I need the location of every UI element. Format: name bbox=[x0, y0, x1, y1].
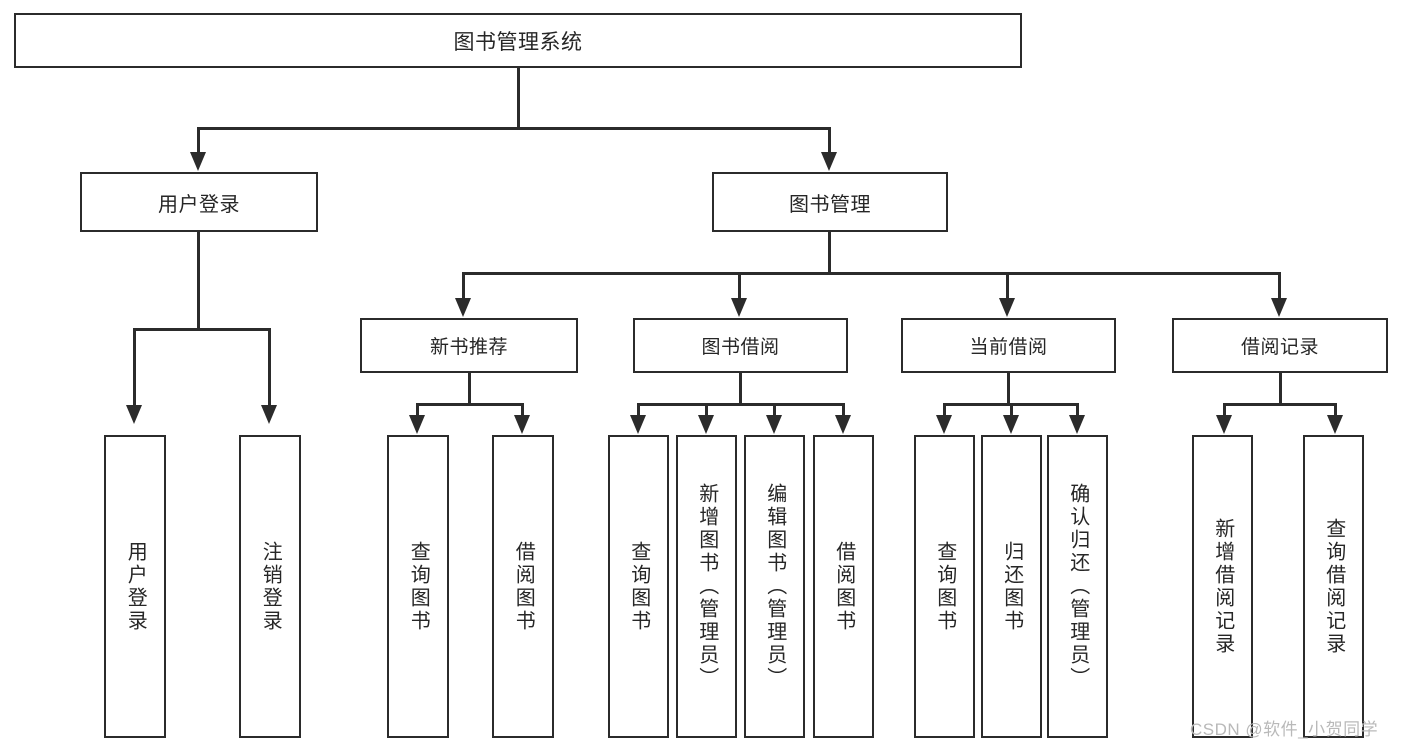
connector-userlogin-stem bbox=[197, 232, 200, 330]
connector-userlogin-drop-2 bbox=[268, 328, 271, 407]
node-label: 确认归还（管理员） bbox=[1066, 483, 1089, 690]
node-label: 查询借阅记录 bbox=[1322, 517, 1345, 656]
arrow-to-leaf-query-record bbox=[1327, 415, 1343, 434]
arrow-to-leaf-confirm-return bbox=[1069, 415, 1085, 434]
leaf-query-book-recommend[interactable]: 查询图书 bbox=[387, 435, 449, 738]
leaf-return-book[interactable]: 归还图书 bbox=[981, 435, 1042, 738]
connector-newbook-bus bbox=[416, 403, 524, 406]
connector-bookborrow-drop-4 bbox=[842, 403, 845, 417]
leaf-borrow-book-borrow[interactable]: 借阅图书 bbox=[813, 435, 874, 738]
arrow-to-user-login bbox=[190, 152, 206, 171]
connector-bookborrow-drop-2 bbox=[705, 403, 708, 417]
connector-currentborrow-stem bbox=[1007, 373, 1010, 405]
arrow-to-leaf-borrow-book-2 bbox=[835, 415, 851, 434]
arrow-to-leaf-query-book-2 bbox=[630, 415, 646, 434]
leaf-add-book-admin[interactable]: 新增图书（管理员） bbox=[676, 435, 737, 738]
node-label: 当前借阅 bbox=[969, 337, 1048, 358]
leaf-add-borrow-record[interactable]: 新增借阅记录 bbox=[1192, 435, 1253, 738]
connector-borrowrecord-stem bbox=[1279, 373, 1282, 405]
node-label: 图书管理 bbox=[789, 193, 871, 216]
node-label: 借阅图书 bbox=[832, 540, 855, 633]
node-book-borrow[interactable]: 图书借阅 bbox=[633, 318, 848, 373]
connector-currentborrow-drop-3 bbox=[1076, 403, 1079, 417]
connector-bookmgmt-drop-4 bbox=[1278, 272, 1281, 300]
connector-borrowrecord-drop-1 bbox=[1223, 403, 1226, 417]
connector-bookborrow-drop-1 bbox=[637, 403, 640, 417]
node-book-management[interactable]: 图书管理 bbox=[712, 172, 948, 232]
node-label: 图书借阅 bbox=[701, 337, 780, 358]
arrow-to-book-management bbox=[821, 152, 837, 171]
arrow-to-borrow-record bbox=[1271, 298, 1287, 317]
node-new-book-recommend[interactable]: 新书推荐 bbox=[360, 318, 578, 373]
connector-root-bus bbox=[197, 127, 831, 130]
csdn-watermark: CSDN @软件_小贺同学 bbox=[1190, 720, 1379, 739]
arrow-to-leaf-query-book-1 bbox=[409, 415, 425, 434]
connector-borrowrecord-bus bbox=[1223, 403, 1337, 406]
node-label: 图书管理系统 bbox=[453, 30, 583, 54]
node-label: 归还图书 bbox=[1000, 540, 1023, 633]
node-label: 注销登录 bbox=[259, 540, 282, 633]
leaf-borrow-book-recommend[interactable]: 借阅图书 bbox=[492, 435, 554, 738]
node-label: 用户登录 bbox=[124, 540, 147, 633]
node-label: 新增图书（管理员） bbox=[695, 483, 718, 690]
leaf-query-borrow-record[interactable]: 查询借阅记录 bbox=[1303, 435, 1364, 738]
arrow-to-leaf-user-login bbox=[126, 405, 142, 424]
arrow-to-leaf-add-record bbox=[1216, 415, 1232, 434]
connector-bookborrow-drop-3 bbox=[773, 403, 776, 417]
connector-bookmgmt-drop-3 bbox=[1006, 272, 1009, 300]
arrow-to-leaf-borrow-book-1 bbox=[514, 415, 530, 434]
leaf-query-book-borrow[interactable]: 查询图书 bbox=[608, 435, 669, 738]
leaf-confirm-return-admin[interactable]: 确认归还（管理员） bbox=[1047, 435, 1108, 738]
leaf-edit-book-admin[interactable]: 编辑图书（管理员） bbox=[744, 435, 805, 738]
connector-bookmgmt-drop-2 bbox=[738, 272, 741, 300]
connector-newbook-stem bbox=[468, 373, 471, 405]
node-current-borrow[interactable]: 当前借阅 bbox=[901, 318, 1116, 373]
arrow-to-leaf-add-book bbox=[698, 415, 714, 434]
node-user-login[interactable]: 用户登录 bbox=[80, 172, 318, 232]
connector-bookmgmt-bus bbox=[462, 272, 1281, 275]
node-label: 新增借阅记录 bbox=[1211, 517, 1234, 656]
connector-root-drop-left bbox=[197, 127, 200, 154]
arrow-to-leaf-logout bbox=[261, 405, 277, 424]
connector-currentborrow-drop-1 bbox=[943, 403, 946, 417]
leaf-logout-login[interactable]: 注销登录 bbox=[239, 435, 301, 738]
node-label: 查询图书 bbox=[627, 540, 650, 633]
arrow-to-new-book-recommend bbox=[455, 298, 471, 317]
node-label: 新书推荐 bbox=[429, 337, 508, 358]
node-label: 查询图书 bbox=[933, 540, 956, 633]
connector-userlogin-drop-1 bbox=[133, 328, 136, 407]
node-label: 用户登录 bbox=[158, 193, 240, 216]
arrow-to-leaf-query-book-3 bbox=[936, 415, 952, 434]
leaf-query-book-current[interactable]: 查询图书 bbox=[914, 435, 975, 738]
connector-userlogin-bus bbox=[133, 328, 271, 331]
arrow-to-current-borrow bbox=[999, 298, 1015, 317]
node-label: 编辑图书（管理员） bbox=[763, 483, 786, 690]
connector-currentborrow-drop-2 bbox=[1010, 403, 1013, 417]
connector-borrowrecord-drop-2 bbox=[1334, 403, 1337, 417]
node-label: 查询图书 bbox=[407, 540, 430, 633]
node-label: 借阅图书 bbox=[512, 540, 535, 633]
arrow-to-leaf-return-book bbox=[1003, 415, 1019, 434]
arrow-to-book-borrow bbox=[731, 298, 747, 317]
leaf-user-login[interactable]: 用户登录 bbox=[104, 435, 166, 738]
node-borrow-record[interactable]: 借阅记录 bbox=[1172, 318, 1388, 373]
node-root-system[interactable]: 图书管理系统 bbox=[14, 13, 1022, 68]
connector-bookmgmt-stem bbox=[828, 232, 831, 274]
connector-newbook-drop-2 bbox=[521, 403, 524, 417]
connector-root-stem bbox=[517, 68, 520, 129]
connector-newbook-drop-1 bbox=[416, 403, 419, 417]
connector-root-drop-right bbox=[828, 127, 831, 154]
connector-bookborrow-bus bbox=[637, 403, 845, 406]
connector-bookmgmt-drop-1 bbox=[462, 272, 465, 300]
node-label: 借阅记录 bbox=[1240, 337, 1319, 358]
arrow-to-leaf-edit-book bbox=[766, 415, 782, 434]
connector-bookborrow-stem bbox=[739, 373, 742, 405]
